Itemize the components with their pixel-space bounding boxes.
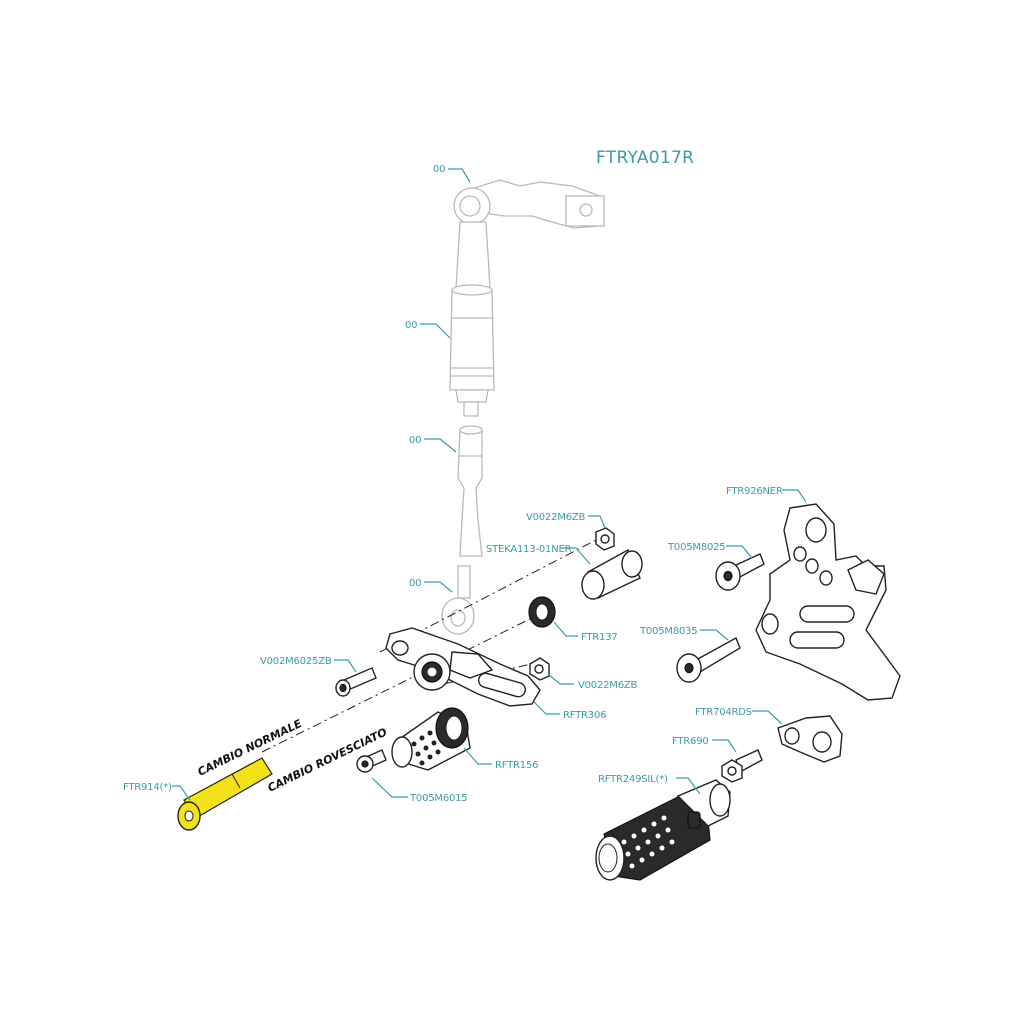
label-bracket: FTR926NER bbox=[726, 486, 783, 497]
leader-lines bbox=[172, 168, 807, 801]
peg-large bbox=[595, 779, 731, 881]
label-nut-top: V0022M6ZB bbox=[526, 512, 586, 523]
label-bracket-screw-top: T005M8025 bbox=[667, 542, 725, 553]
bracket-screw-bottom bbox=[676, 637, 741, 683]
highlighted-pin bbox=[177, 757, 273, 831]
screw-small bbox=[335, 667, 377, 697]
peg-plate bbox=[777, 715, 843, 763]
peg-small bbox=[391, 707, 471, 771]
label-rod-mid: 00 bbox=[409, 435, 421, 446]
label-screw-bottom: T005M6015 bbox=[409, 793, 467, 804]
nut-top bbox=[595, 527, 615, 551]
label-rod-upper: 00 bbox=[405, 320, 417, 331]
label-pin-highlight: FTR914(*) bbox=[123, 782, 172, 793]
linkage-rod-assembly bbox=[441, 179, 605, 635]
label-peg-small: RFTR156 bbox=[495, 760, 538, 771]
peg-bolt bbox=[721, 749, 763, 783]
label-peg-plate: FTR704RDS bbox=[695, 707, 752, 718]
label-rod-bottom: 00 bbox=[409, 578, 421, 589]
label-screw-small: V002M6025ZB bbox=[260, 656, 332, 667]
label-peg-large: RFTR249SIL(*) bbox=[598, 774, 668, 785]
shift-lever bbox=[385, 627, 541, 707]
label-nut-mid: V0022M6ZB bbox=[578, 680, 638, 691]
part-labels: 00 00 00 00 V0022M6ZB STEKA113-01NER FTR… bbox=[123, 164, 783, 804]
washer-part bbox=[528, 596, 556, 628]
label-washer: FTR137 bbox=[581, 632, 618, 643]
spacer-part bbox=[581, 549, 643, 600]
label-bracket-screw-bottom: T005M8035 bbox=[639, 626, 697, 637]
bracket-screw-top bbox=[715, 553, 765, 591]
label-peg-bolt: FTR690 bbox=[672, 736, 709, 747]
diagram-title: FTRYA017R bbox=[596, 148, 694, 168]
label-lever: RFTR306 bbox=[563, 710, 606, 721]
screw-bottom bbox=[356, 749, 387, 773]
bracket-plate bbox=[755, 503, 901, 701]
label-rod-top: 00 bbox=[433, 164, 445, 175]
nut-mid bbox=[529, 657, 550, 681]
label-spacer: STEKA113-01NER bbox=[486, 544, 572, 555]
